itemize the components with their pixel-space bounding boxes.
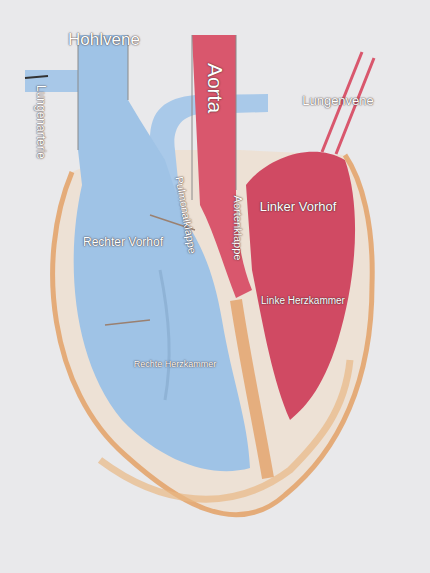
left-heart <box>246 152 355 420</box>
part-label: Hohlvene <box>68 31 140 50</box>
heart-wall <box>100 360 350 499</box>
heart-wall <box>53 155 373 515</box>
part-label: Linker Vorhof <box>260 200 337 214</box>
part-label: Lungenvene <box>302 94 374 108</box>
part-label: Lungenarterie <box>33 85 46 159</box>
part-label: Rechte Herzkammer <box>134 360 217 370</box>
part-label: Pulmonalklappe <box>173 175 199 254</box>
valve-stroke <box>105 215 195 325</box>
part-label: Aortenklappe <box>232 196 244 261</box>
septum <box>236 300 268 478</box>
part-label: Rechter Vorhof <box>83 236 163 249</box>
vessel-tip <box>25 76 48 78</box>
part-label: Linke Herzkammer <box>261 295 345 306</box>
pencil-outline <box>78 35 236 200</box>
aorta <box>192 35 252 298</box>
pencil-stroke <box>160 270 169 400</box>
part-label: Aorta <box>203 63 226 113</box>
